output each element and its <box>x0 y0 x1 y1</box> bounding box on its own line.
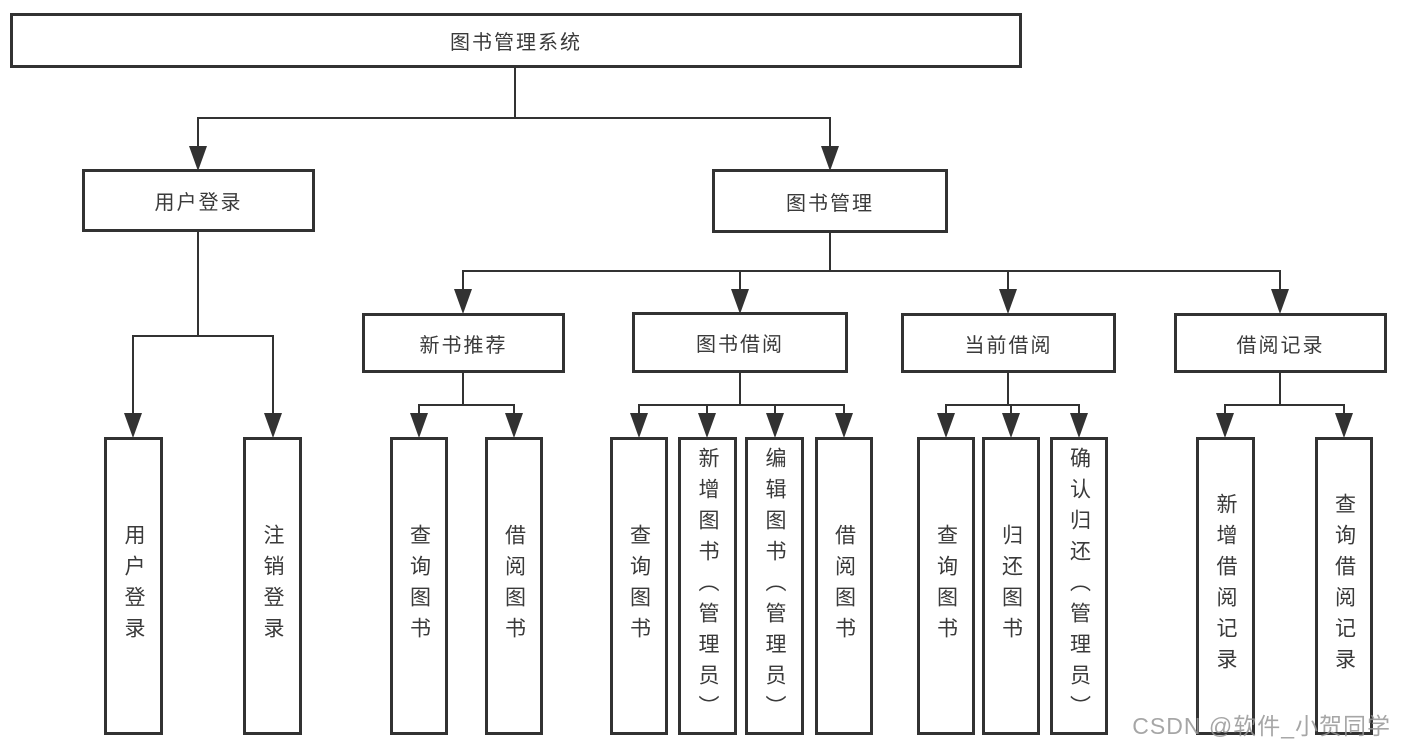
arrow-down-icon <box>1271 289 1289 314</box>
arrow-down-icon <box>410 413 428 438</box>
connector-drop <box>843 404 845 414</box>
connector-drop-book-management <box>829 117 831 149</box>
connector-bus <box>638 404 845 406</box>
node-root: 图书管理系统 <box>10 13 1022 68</box>
leaf-add-book-admin-label: 新增图书（管理员） <box>696 446 719 726</box>
connector-drop <box>1343 404 1345 414</box>
connector-drop <box>1279 270 1281 290</box>
leaf-query-book-current: 查询图书 <box>917 437 975 735</box>
leaf-user-login: 用户登录 <box>104 437 163 735</box>
leaf-confirm-return-admin: 确认归还（管理员） <box>1050 437 1108 735</box>
connector-book-borrow-stem <box>739 373 741 405</box>
leaf-borrow-book-label: 借阅图书 <box>832 524 856 648</box>
leaf-logout-label: 注销登录 <box>261 524 284 648</box>
leaf-edit-book-admin-label: 编辑图书（管理员） <box>763 446 786 726</box>
arrow-down-icon <box>835 413 853 438</box>
node-borrow-records: 借阅记录 <box>1174 313 1387 373</box>
connector-bus <box>945 404 1080 406</box>
arrow-down-icon <box>124 413 142 438</box>
arrow-down-icon <box>1070 413 1088 438</box>
connector-drop <box>1078 404 1080 414</box>
leaf-query-borrow-record: 查询借阅记录 <box>1315 437 1373 735</box>
connector-drop-user-login <box>197 117 199 149</box>
connector-drop <box>1224 404 1226 414</box>
leaf-add-borrow-record-label: 新增借阅记录 <box>1214 493 1237 679</box>
watermark: CSDN @软件_小贺同学 <box>1132 713 1391 739</box>
node-user-login-label: 用户登录 <box>154 192 243 214</box>
connector-drop <box>1010 404 1012 414</box>
node-current-borrow: 当前借阅 <box>901 313 1116 373</box>
leaf-query-book-current-label: 查询图书 <box>934 524 958 648</box>
connector-bus <box>418 404 515 406</box>
leaf-user-login-label: 用户登录 <box>122 524 145 648</box>
node-book-borrow: 图书借阅 <box>632 312 848 373</box>
arrow-down-icon <box>1216 413 1234 438</box>
arrow-down-icon <box>821 146 839 171</box>
leaf-logout: 注销登录 <box>243 437 302 735</box>
node-current-borrow-label: 当前借阅 <box>964 334 1053 357</box>
leaf-query-book-borrow-label: 查询图书 <box>627 524 651 648</box>
connector-drop <box>513 404 515 414</box>
connector-drop <box>739 270 741 290</box>
connector-drop <box>418 404 420 414</box>
leaf-edit-book-admin: 编辑图书（管理员） <box>745 437 804 735</box>
leaf-confirm-return-admin-label: 确认归还（管理员） <box>1067 446 1091 726</box>
connector-book-management-stem <box>829 233 831 271</box>
node-new-book-recommend: 新书推荐 <box>362 313 565 373</box>
connector-level3-bus <box>462 270 1281 272</box>
connector-borrow-records-stem <box>1279 373 1281 405</box>
node-user-login: 用户登录 <box>82 169 315 232</box>
arrow-down-icon <box>454 289 472 314</box>
arrow-down-icon <box>698 413 716 438</box>
connector-drop <box>132 335 134 414</box>
connector-user-login-stem <box>197 232 199 336</box>
leaf-borrow-book: 借阅图书 <box>815 437 873 735</box>
leaf-return-book: 归还图书 <box>982 437 1040 735</box>
leaf-query-book-recommend-label: 查询图书 <box>407 524 431 648</box>
connector-new-book-recommend-stem <box>462 373 464 405</box>
connector-drop <box>945 404 947 414</box>
leaf-query-book-borrow: 查询图书 <box>610 437 668 735</box>
arrow-down-icon <box>630 413 648 438</box>
arrow-down-icon <box>264 413 282 438</box>
leaf-borrow-book-recommend-label: 借阅图书 <box>502 524 526 648</box>
leaf-borrow-book-recommend: 借阅图书 <box>485 437 543 735</box>
connector-root-stem <box>514 68 516 118</box>
node-book-management-label: 图书管理 <box>786 192 874 215</box>
arrow-down-icon <box>189 146 207 171</box>
connector-bus <box>1224 404 1345 406</box>
connector-level2-bus <box>197 117 831 119</box>
leaf-add-borrow-record: 新增借阅记录 <box>1196 437 1255 735</box>
connector-drop <box>638 404 640 414</box>
node-book-borrow-label: 图书借阅 <box>696 334 784 356</box>
arrow-down-icon <box>731 289 749 314</box>
connector-drop <box>774 404 776 414</box>
leaf-return-book-label: 归还图书 <box>999 524 1023 648</box>
connector-drop <box>462 270 464 290</box>
node-root-label: 图书管理系统 <box>450 32 582 54</box>
arrow-down-icon <box>1002 413 1020 438</box>
connector-drop <box>706 404 708 414</box>
arrow-down-icon <box>1335 413 1353 438</box>
node-book-management: 图书管理 <box>712 169 948 233</box>
node-new-book-recommend-label: 新书推荐 <box>419 334 508 357</box>
connector-drop <box>1007 270 1009 290</box>
leaf-query-book-recommend: 查询图书 <box>390 437 448 735</box>
arrow-down-icon <box>937 413 955 438</box>
connector-drop <box>272 335 274 414</box>
leaf-add-book-admin: 新增图书（管理员） <box>678 437 737 735</box>
connector-user-login-bus <box>132 335 274 337</box>
arrow-down-icon <box>766 413 784 438</box>
arrow-down-icon <box>505 413 523 438</box>
node-borrow-records-label: 借阅记录 <box>1236 334 1325 357</box>
leaf-query-borrow-record-label: 查询借阅记录 <box>1332 493 1356 679</box>
connector-current-borrow-stem <box>1007 373 1009 405</box>
arrow-down-icon <box>999 289 1017 314</box>
